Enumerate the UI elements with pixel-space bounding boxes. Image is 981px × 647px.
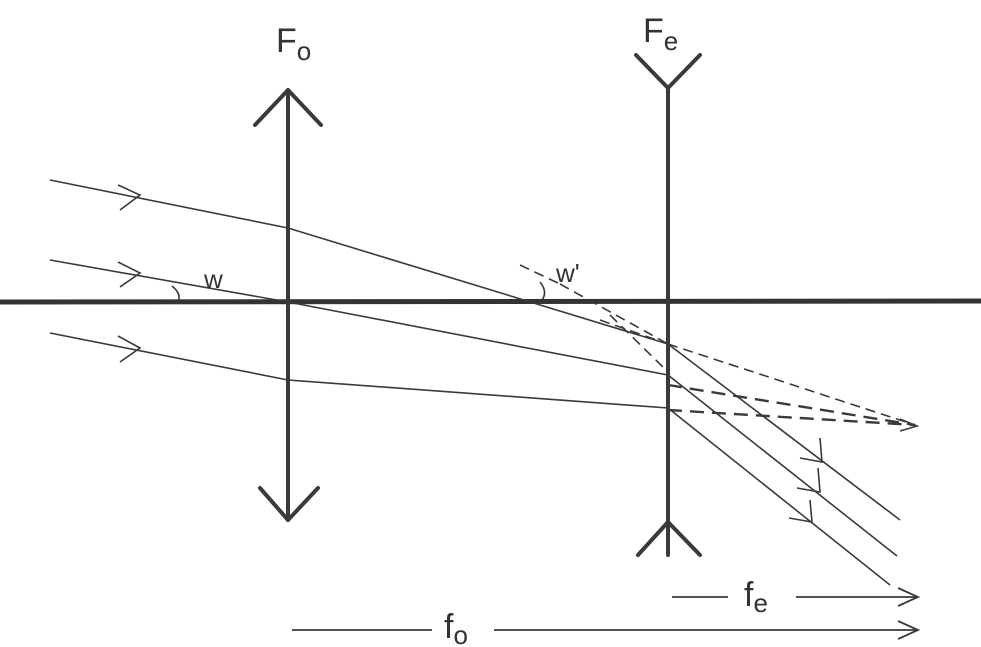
objective-label: Fo [276,22,311,66]
angle-construction-line [519,264,561,285]
svg-text:fe: fe [744,576,768,618]
incoming-ray-middle [49,259,669,376]
incoming-ray-lower [49,332,669,409]
emerging-rays [667,343,901,586]
angle-w-label: w [203,264,223,294]
objective-focal-length: fo [292,608,921,647]
virtual-ray-upper [559,283,669,345]
angle-w-prime-arc [539,281,546,301]
objective-lens [253,88,323,522]
eyepiece-lens [634,53,702,557]
eyepiece-label: Fe [643,12,678,56]
angle-w-prime-label: w' [555,258,580,288]
optical-axis [0,298,981,305]
eyepiece-focal-length: fe [672,576,921,618]
virtual-image-rays [599,314,920,432]
angle-w-arc [171,285,180,303]
incoming-ray-upper [49,179,669,345]
svg-text:fo: fo [444,608,468,647]
